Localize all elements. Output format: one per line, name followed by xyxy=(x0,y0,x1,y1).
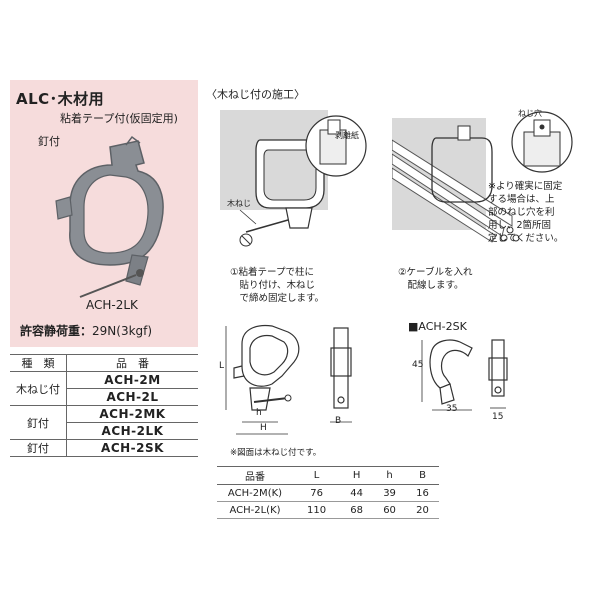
step1-caption: ①粘着テープで柱に 貼り付け、木ねじ で締め固定します。 xyxy=(230,266,380,305)
table-cell-number: ACH-2LK xyxy=(66,422,198,440)
allowable-load: 許容静荷重：29N(3kgf) xyxy=(20,322,152,339)
dim-table-header: L xyxy=(293,466,341,485)
dim-cell: ACH-2M(K) xyxy=(217,484,293,502)
step2-illustration xyxy=(392,111,573,243)
dim-cell: 68 xyxy=(340,501,374,519)
drawing-note: ※図面は木ねじ付です。 xyxy=(230,448,322,458)
product-table: 種 類 品 番 木ねじ付 ACH-2M ACH-2L 釘付 ACH-2MK AC… xyxy=(10,354,198,457)
table-cell-number: ACH-2L xyxy=(66,388,198,406)
dim-label-h: h xyxy=(256,408,262,418)
sk-dim-depth: 15 xyxy=(492,412,504,422)
dim-label-L: L xyxy=(219,361,225,371)
dim-cell: 110 xyxy=(293,501,341,519)
table-cell-type: 釘付 xyxy=(10,439,67,457)
dim-label-B: B xyxy=(335,416,342,426)
table-cell-number: ACH-2MK xyxy=(66,405,198,423)
dim-table-header: 品番 xyxy=(217,466,293,485)
table-header-number: 品 番 xyxy=(66,354,198,372)
product-photo xyxy=(55,135,164,298)
note-line: 用し、2箇所固 xyxy=(488,220,552,231)
dim-cell: 76 xyxy=(293,484,341,502)
note-line: 部のねじ穴を利 xyxy=(488,207,555,218)
product-category-title: ALC･木材用 xyxy=(16,90,105,108)
table-header-type: 種 類 xyxy=(10,354,67,372)
dimension-drawing xyxy=(225,324,352,435)
note-line: 定してください。 xyxy=(488,233,564,244)
dim-cell: 44 xyxy=(340,484,374,502)
dim-table-header: h xyxy=(373,466,407,485)
product-subtitle: 粘着テープ付(仮固定用) xyxy=(60,112,178,125)
product-model: ACH-2LK xyxy=(86,298,138,312)
table-cell-type: 釘付 xyxy=(10,405,67,440)
construction-title: 〈木ねじ付の施工〉 xyxy=(206,88,305,101)
fixing-note: ※より確実に固定 する場合は、上 部のねじ穴を利 用し、2箇所固 定してください… xyxy=(488,180,584,245)
table-row: ACH-2M(K) 76 44 39 16 xyxy=(217,484,439,502)
dimension-table: 品番 L H h B ACH-2M(K) 76 44 39 16 ACH-2L(… xyxy=(217,466,439,519)
load-label: 許容静荷重： xyxy=(20,324,93,338)
step2-caption: ②ケーブルを入れ 配線します。 xyxy=(398,266,528,292)
note-line: ※より確実に固定 xyxy=(488,181,563,192)
caption-line: ②ケーブルを入れ xyxy=(398,267,473,278)
screw-hole-label: ねじ穴 xyxy=(518,109,542,118)
peel-paper-label: 剥離紙 xyxy=(335,131,359,140)
sk-drawing xyxy=(421,339,508,411)
caption-line: 貼り付け、木ねじ xyxy=(230,280,316,291)
screw-label: 木ねじ xyxy=(227,199,251,208)
caption-line: 配線します。 xyxy=(398,280,464,291)
table-cell-number: ACH-2M xyxy=(66,371,198,389)
table-cell-number: ACH-2SK xyxy=(66,439,198,457)
note-line: する場合は、上 xyxy=(488,194,555,205)
dim-cell: 20 xyxy=(406,501,439,519)
sk-title: ■ACH-2SK xyxy=(408,320,467,333)
caption-line: で締め固定します。 xyxy=(230,293,325,304)
table-cell-type: 木ねじ付 xyxy=(10,371,67,406)
load-value: 29N(3kgf) xyxy=(92,324,153,338)
table-row: ACH-2L(K) 110 68 60 20 xyxy=(217,501,439,519)
dim-cell: 39 xyxy=(373,484,407,502)
step1-illustration xyxy=(220,110,367,247)
dim-cell: 60 xyxy=(373,501,407,519)
caption-line: ①粘着テープで柱に xyxy=(230,267,314,278)
sk-dim-height: 45 xyxy=(412,360,424,370)
dim-label-H: H xyxy=(260,423,267,433)
nail-label: 釘付 xyxy=(38,135,60,148)
dim-table-header: H xyxy=(340,466,374,485)
dim-cell: 16 xyxy=(406,484,439,502)
dim-cell: ACH-2L(K) xyxy=(217,501,293,519)
dim-table-header: B xyxy=(406,466,439,485)
sk-dim-width: 35 xyxy=(446,404,458,414)
